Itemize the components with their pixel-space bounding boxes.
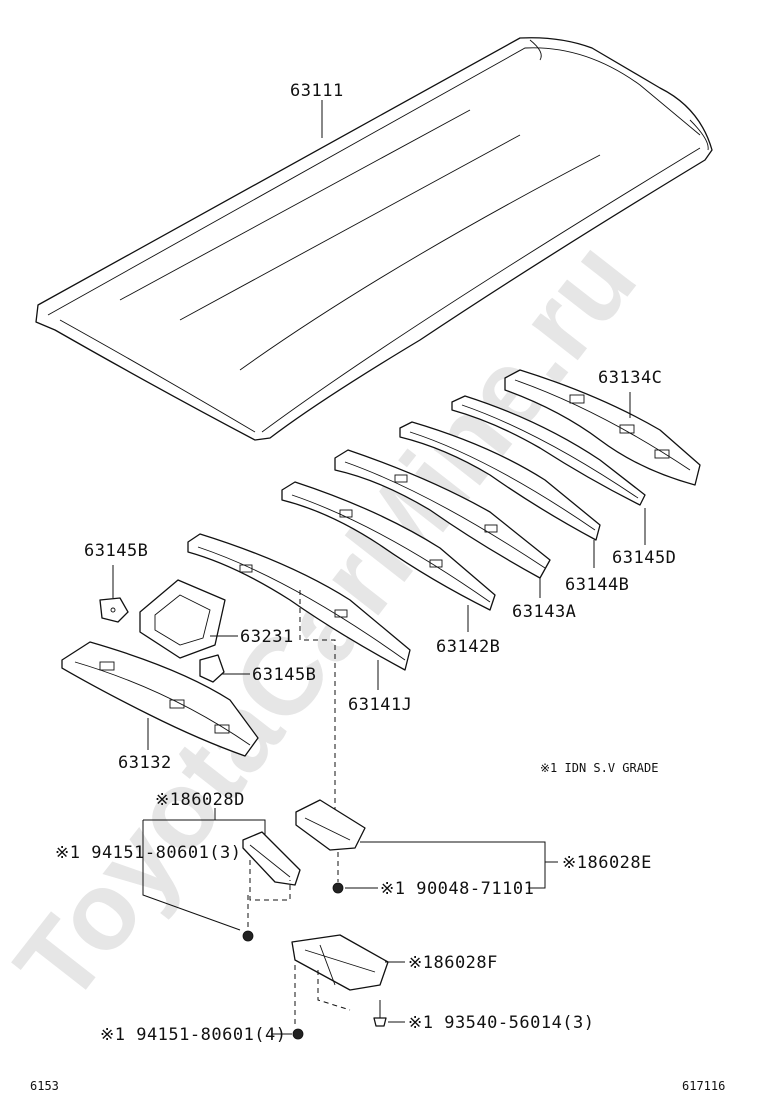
roof-bow-63142b	[281, 481, 496, 611]
holder-86028e	[295, 799, 366, 851]
plate-63231	[139, 579, 226, 659]
roof-bow-63143a	[334, 449, 551, 579]
label-94151-4: ※1 94151-80601(4)	[100, 1025, 287, 1045]
bracket-63145b-right	[199, 654, 225, 683]
holder-86028d	[242, 831, 301, 886]
label-63132: 63132	[118, 753, 172, 773]
roof-bow-63144b	[399, 421, 601, 541]
nut-icon	[332, 882, 344, 894]
label-93540: ※1 93540-56014(3)	[408, 1013, 595, 1033]
label-63231: 63231	[240, 627, 294, 647]
footer-left-code: 6153	[30, 1079, 59, 1093]
label-63145b-right: 63145B	[252, 665, 316, 685]
label-94151-3: ※1 94151-80601(3)	[55, 843, 242, 863]
label-63145d: 63145D	[612, 548, 676, 568]
header-panel-63132	[61, 641, 259, 757]
label-90048: ※1 90048-71101	[380, 879, 534, 899]
label-63143a: 63143A	[512, 602, 576, 622]
holder-86028f	[291, 934, 389, 991]
roof-panel	[35, 37, 713, 441]
bracket-63145b-left	[99, 597, 129, 623]
note-idn-grade: ※1 IDN S.V GRADE	[540, 761, 658, 775]
label-63145b-left: 63145B	[84, 541, 148, 561]
label-86028d: ※186028D	[155, 790, 245, 810]
label-63142b: 63142B	[436, 637, 500, 657]
nut-icon	[292, 1028, 304, 1040]
screw-icon	[373, 1000, 387, 1027]
footer-right-code: 617116	[682, 1079, 725, 1093]
label-86028e: ※186028E	[562, 853, 652, 873]
label-63144b: 63144B	[565, 575, 629, 595]
roof-bow-63145d	[451, 395, 646, 506]
nut-icon	[242, 930, 254, 942]
label-86028f: ※186028F	[408, 953, 498, 973]
label-63141j: 63141J	[348, 695, 412, 715]
label-63134c: 63134C	[598, 368, 662, 388]
label-63111: 63111	[290, 81, 344, 101]
roof-bow-63141j	[187, 533, 411, 671]
roof-bow-63134c	[504, 369, 701, 486]
